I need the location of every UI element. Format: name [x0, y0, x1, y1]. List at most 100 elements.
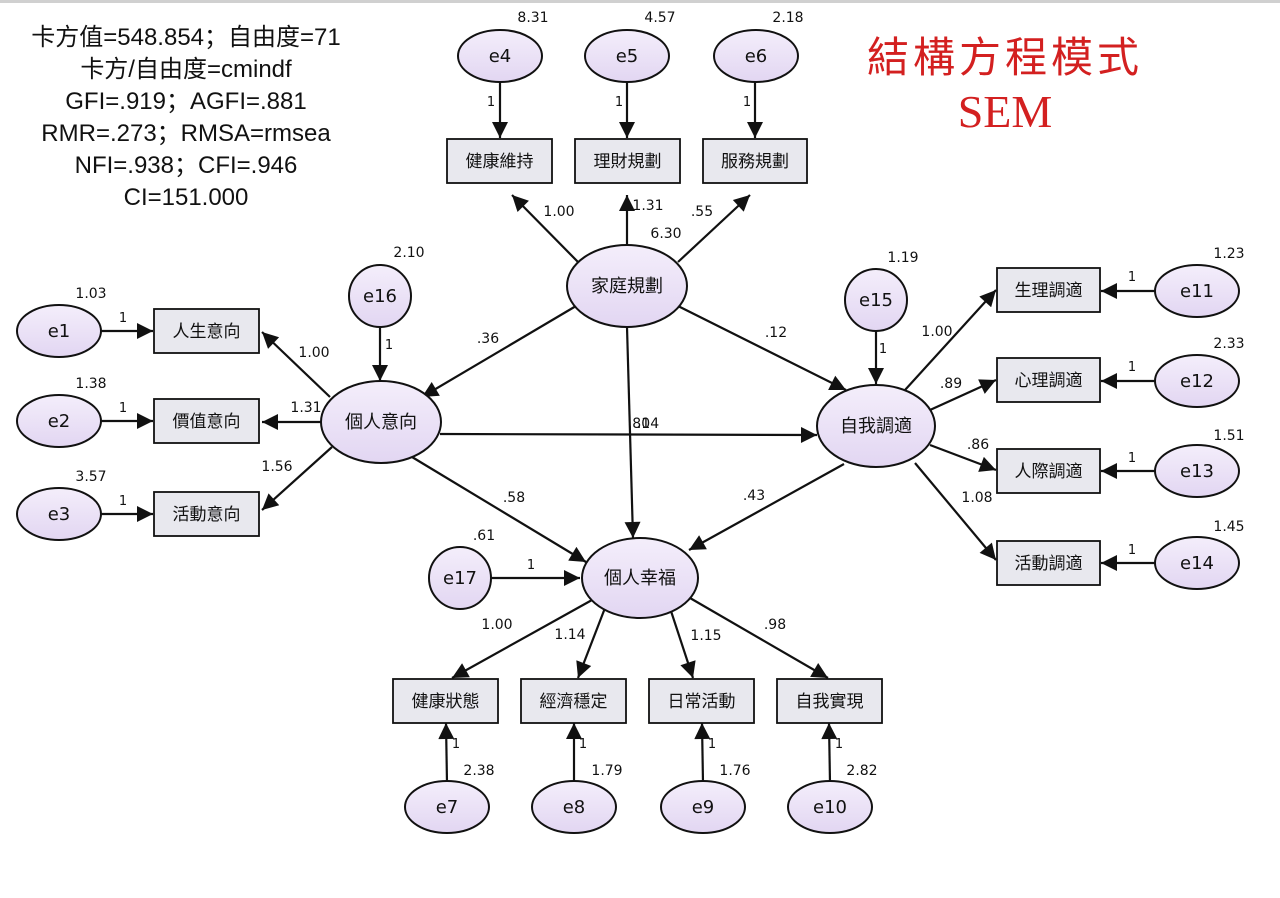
label-activity-intention: 活動意向 [173, 505, 241, 525]
box-daily: 日常活動 [648, 678, 755, 724]
variance-e12: 2.33 [1213, 336, 1244, 352]
error-e4-label: e4 [489, 46, 512, 67]
error-e15-label: e15 [859, 290, 893, 311]
error-terms: e4 e5 e6 e1 e2 e3 e16 e15 e17 e11 e12 e1… [16, 29, 1240, 834]
latent-family: 家庭規劃 [566, 244, 688, 328]
coef-personal-self: .04 [637, 416, 659, 432]
weight-e10: 1 [835, 737, 843, 752]
arrow-happy-selfreal [689, 597, 829, 679]
coef-self-interpersonal: .86 [967, 437, 989, 453]
variance-family: 6.30 [650, 226, 681, 242]
error-e13-label: e13 [1180, 461, 1214, 482]
arrow-happy-economic [576, 607, 607, 679]
box-life-intention: 人生意向 [153, 308, 260, 354]
variance-e9: 1.76 [719, 763, 750, 779]
fit-line-cmindf: 卡方/自由度=cmindf [80, 56, 292, 83]
arrow-personal-happiness [411, 456, 587, 563]
error-e16-label: e16 [363, 286, 397, 307]
coef-self-happiness: .43 [743, 488, 765, 504]
arrow-self-psych [929, 378, 997, 412]
error-e1-label: e1 [48, 321, 71, 342]
path-arrows [101, 82, 1156, 784]
coef-happy-daily: 1.15 [690, 628, 721, 644]
arrow-self-activity [914, 462, 997, 561]
coef-family-happiness: .81 [628, 416, 650, 432]
label-service: 服務規劃 [721, 152, 789, 172]
variance-e10: 2.82 [846, 763, 877, 779]
error-e7: e7 [404, 780, 490, 834]
label-health-maintain: 健康維持 [466, 152, 534, 172]
coef-family-service: .55 [691, 204, 713, 220]
variance-e16: 2.10 [393, 245, 424, 261]
label-self: 自我調適 [840, 416, 912, 437]
label-financial: 理財規劃 [594, 152, 662, 172]
error-e9: e9 [660, 780, 746, 834]
error-e1: e1 [16, 304, 102, 358]
coef-family-health: 1.00 [543, 204, 574, 220]
label-daily: 日常活動 [668, 692, 736, 712]
weight-e9: 1 [708, 737, 716, 752]
coef-personal-value: 1.31 [290, 400, 321, 416]
title-main: 結構方程模式 [866, 33, 1143, 82]
weight-e13: 1 [1128, 451, 1136, 466]
box-physio: 生理調適 [996, 267, 1101, 313]
arrow-happy-daily [668, 607, 696, 679]
variance-e6: 2.18 [772, 10, 803, 26]
title-sub: SEM [957, 86, 1053, 137]
box-health-status: 健康狀態 [392, 678, 499, 724]
error-e2-label: e2 [48, 411, 71, 432]
error-e11-label: e11 [1180, 281, 1214, 302]
box-health-maintain: 健康維持 [446, 138, 553, 184]
error-e4: e4 [457, 29, 543, 83]
coef-family-self: .12 [765, 325, 787, 341]
weight-e12: 1 [1128, 360, 1136, 375]
error-e11: e11 [1154, 264, 1240, 318]
variance-labels: 8.31 4.57 2.18 1.03 1.38 3.57 2.10 1.19 … [75, 10, 1244, 779]
fit-line-ci: CI=151.000 [123, 184, 249, 211]
coef-family-personal: .36 [477, 331, 499, 347]
error-e7-label: e7 [436, 797, 459, 818]
label-economic: 經濟穩定 [540, 692, 608, 712]
error-e9-label: e9 [692, 797, 715, 818]
arrow-e9 [694, 722, 711, 784]
variance-e13: 1.51 [1213, 428, 1244, 444]
label-happiness: 個人幸福 [604, 568, 676, 589]
variance-e8: 1.79 [591, 763, 622, 779]
variance-e5: 4.57 [644, 10, 675, 26]
weight-e7: 1 [452, 737, 460, 752]
error-e15: e15 [844, 268, 908, 332]
arrow-personal-life [261, 331, 331, 398]
box-value-intention: 價值意向 [153, 398, 260, 444]
box-interpersonal: 人際調適 [996, 448, 1101, 494]
weight-e4: 1 [487, 95, 495, 110]
error-e16: e16 [348, 264, 412, 328]
arrow-family-health [511, 194, 579, 263]
fit-line-gfi: GFI=.919；AGFI=.881 [65, 88, 307, 115]
weight-e11: 1 [1128, 270, 1136, 285]
weight-e6: 1 [743, 95, 751, 110]
arrow-family-service [677, 194, 751, 263]
label-self-real: 自我實現 [796, 692, 864, 712]
error-e13: e13 [1154, 444, 1240, 498]
coefficient-labels: 1.00 1.31 .55 1.00 1.31 1.56 1.00 .89 .8… [261, 198, 992, 644]
latent-self: 自我調適 [816, 384, 936, 468]
variance-e14: 1.45 [1213, 519, 1244, 535]
fit-indices-panel: 卡方值=548.854；自由度=71 卡方/自由度=cmindf GFI=.91… [0, 22, 372, 214]
arrow-family-self [677, 305, 847, 391]
arrow-self-physio [904, 289, 997, 391]
box-activity-intention: 活動意向 [153, 491, 260, 537]
coef-self-activity: 1.08 [961, 490, 992, 506]
coef-happy-health: 1.00 [481, 617, 512, 633]
indicator-boxes: 健康維持 理財規劃 服務規劃 人生意向 價值意向 活動意向 生理調適 心理 [153, 138, 1101, 724]
weight-e3: 1 [119, 494, 127, 509]
weight-e14: 1 [1128, 543, 1136, 558]
label-interpersonal: 人際調適 [1015, 462, 1083, 482]
error-e3-label: e3 [48, 504, 71, 525]
error-e17: e17 [428, 546, 492, 610]
diagram-title: 結構方程模式 SEM [850, 30, 1160, 138]
label-health-status: 健康狀態 [412, 692, 480, 712]
arrow-family-personal [421, 305, 577, 398]
error-weight-labels: 1 1 1 1 1 1 1 1 1 1 1 1 1 1 1 1 1 [119, 95, 1136, 752]
arrow-personal-activity [261, 446, 333, 511]
error-e10-label: e10 [813, 797, 847, 818]
